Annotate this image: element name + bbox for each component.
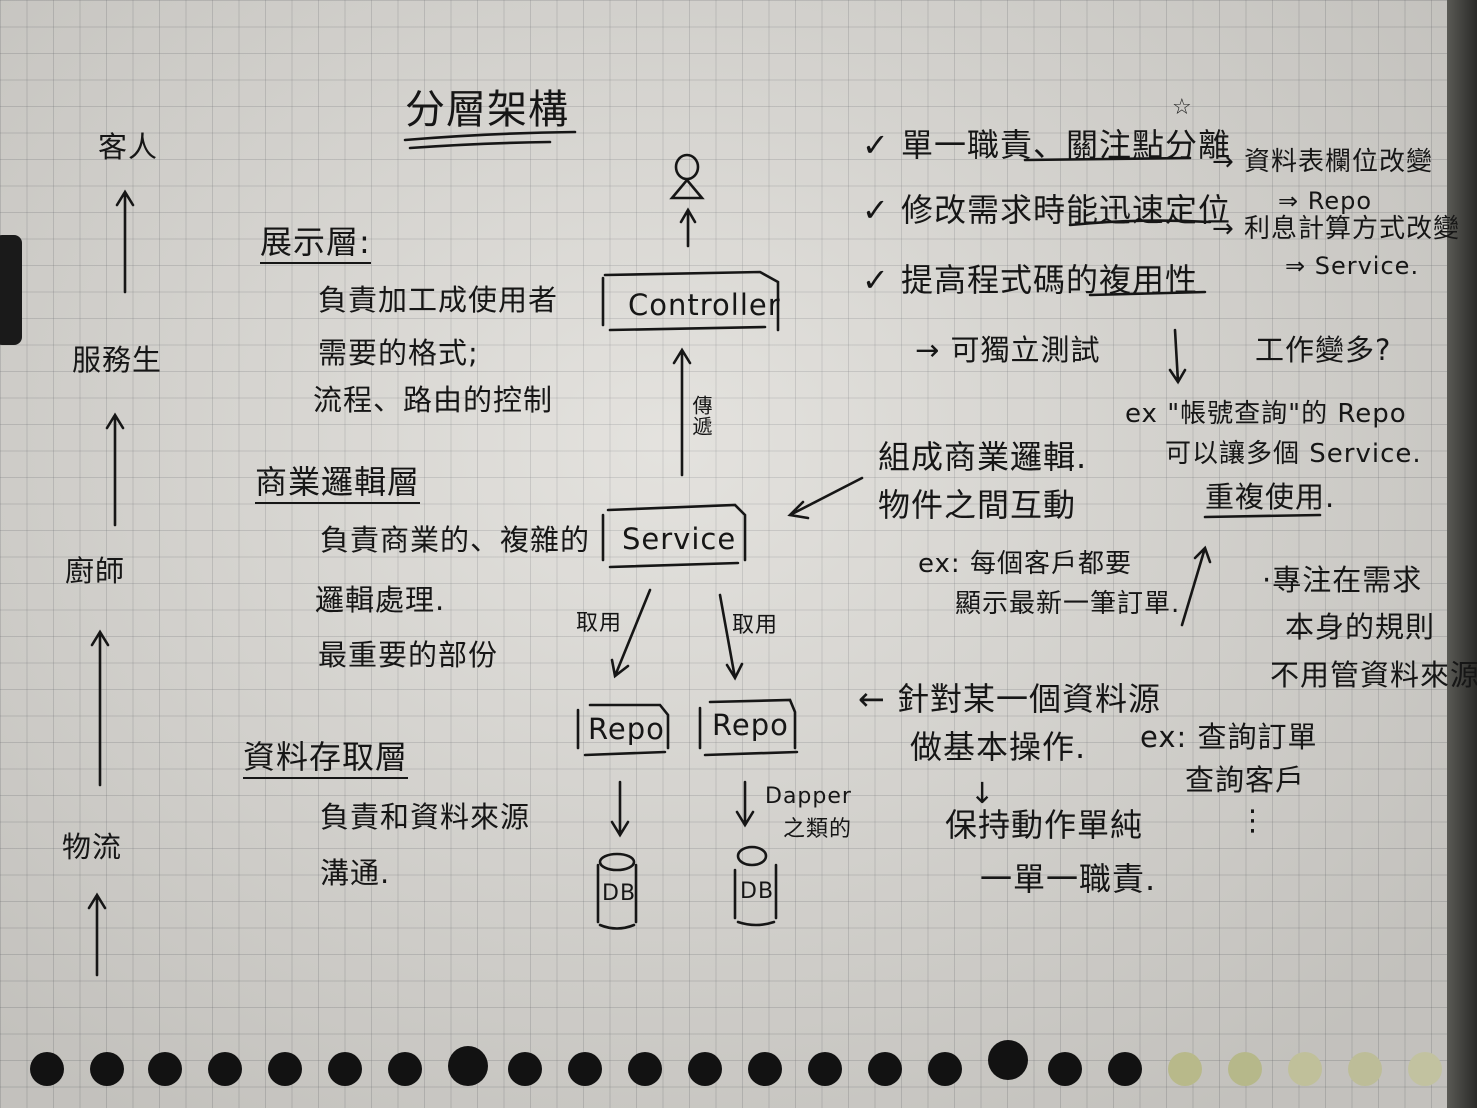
db-body <box>733 863 778 927</box>
arrow-up-icon <box>87 892 107 977</box>
repo-example: ex: 查詢訂單 <box>1140 720 1318 754</box>
page-title: 分層架構 <box>405 87 569 133</box>
arrow-in-service-icon <box>787 476 864 520</box>
layer-desc: 負責商業的、複雜的 <box>320 523 591 557</box>
arrow-up-icon <box>90 629 110 787</box>
service-box <box>601 503 747 569</box>
db-body <box>596 863 638 930</box>
user-body-icon <box>669 177 705 200</box>
pass-label: 傳遞 <box>689 395 713 437</box>
layer-data-title: 資料存取層 <box>243 739 409 780</box>
repo-note: 做基本操作. <box>910 728 1087 766</box>
service-focus: ·專注在需求 <box>1262 563 1423 597</box>
db-top <box>598 852 636 872</box>
reuse-example: ex "帳號查詢"的 Repo <box>1125 399 1407 429</box>
arrow-down-icon: ↓ <box>970 776 996 810</box>
reuse-example: 重複使用. <box>1205 480 1336 514</box>
layer-desc: 最重要的部份 <box>318 638 499 672</box>
dapper-suffix: 之類的 <box>783 817 853 842</box>
layer-desc: 需要的格式; <box>318 336 479 370</box>
layer-business-title: 商業邏輯層 <box>255 464 421 505</box>
underline <box>1203 513 1322 519</box>
testable-note: → 可獨立測試 <box>915 333 1101 367</box>
db-label: DB <box>740 879 775 904</box>
locate-example: → 資料表欄位改變 <box>1212 147 1434 177</box>
arrow-up-icon <box>1180 545 1212 627</box>
benefit-item: ✓ 單一職責、關注點分離 <box>862 126 1231 164</box>
dapper-label: Dapper <box>765 784 852 809</box>
use-label: 取用 <box>732 613 779 638</box>
analogy-chef: 廚師 <box>65 554 126 588</box>
arrow-up-icon <box>105 412 125 527</box>
service-example: ex: 每個客戶都要 <box>918 549 1132 579</box>
repo-example: 查詢客戶 <box>1185 763 1306 797</box>
arrow-up-icon <box>672 347 692 477</box>
star-icon: ☆ <box>1172 95 1193 120</box>
check-icon: ✓ <box>862 191 890 229</box>
layer-desc: 流程、路由的控制 <box>313 383 554 417</box>
db-label: DB <box>602 881 637 906</box>
analogy-guest: 客人 <box>98 130 159 164</box>
title-underline <box>403 130 577 150</box>
arrow-down-icon <box>610 780 630 838</box>
service-note: 物件之間互動 <box>878 486 1077 524</box>
controller-label: Controller <box>628 288 781 322</box>
locate-example: ⇒ Repo <box>1278 187 1373 215</box>
repo-box <box>698 698 799 757</box>
more-work-note: 工作變多? <box>1255 333 1392 367</box>
locate-example: → 利息計算方式改變 <box>1212 214 1461 244</box>
binder-holes <box>30 1040 1450 1100</box>
repo-box <box>576 703 670 757</box>
benefit-item: ✓ 修改需求時能迅速定位 <box>862 191 1231 229</box>
locate-example: ⇒ Service. <box>1285 252 1420 280</box>
service-focus: 不用管資料來源 <box>1270 658 1477 692</box>
arrow-up-icon <box>679 207 697 248</box>
pen-clip <box>0 235 22 345</box>
desk-edge <box>1447 0 1477 1108</box>
layer-presentation-title: 展示層: <box>260 224 371 265</box>
service-note: 組成商業邏輯. <box>878 438 1088 476</box>
repo-keep: 一單一職責. <box>980 860 1157 898</box>
repo-example: ⋮ <box>1238 803 1268 837</box>
benefit-item: ✓ 提高程式碼的複用性 <box>862 261 1198 299</box>
user-head-icon <box>674 153 700 181</box>
underline <box>1068 219 1212 227</box>
repo-label: Repo <box>588 712 665 746</box>
check-icon: ✓ <box>862 126 890 164</box>
arrow-down-icon <box>718 593 744 681</box>
repo-keep: 保持動作單純 <box>945 806 1144 844</box>
layer-desc: 負責和資料來源 <box>320 800 531 834</box>
db-top <box>736 845 768 867</box>
analogy-logistics: 物流 <box>62 830 123 864</box>
arrow-down-icon <box>735 780 755 828</box>
layer-desc: 負責加工成使用者 <box>318 283 559 317</box>
service-label: Service <box>622 522 737 556</box>
service-focus: 本身的規則 <box>1285 610 1436 644</box>
repo-label: Repo <box>712 708 789 742</box>
underline <box>1023 156 1192 162</box>
service-example: 顯示最新一筆訂單. <box>955 589 1181 619</box>
arrow-down-icon <box>1168 328 1187 385</box>
arrow-down-left-icon <box>610 588 652 679</box>
underline <box>1088 290 1207 297</box>
layer-desc: 邏輯處理. <box>315 583 446 617</box>
layer-desc: 溝通. <box>320 856 391 890</box>
arrow-up-icon <box>115 189 135 294</box>
check-icon: ✓ <box>862 261 890 299</box>
repo-note: ← 針對某一個資料源 <box>858 680 1161 718</box>
analogy-waiter: 服務生 <box>72 343 163 377</box>
use-label: 取用 <box>576 611 623 636</box>
reuse-example: 可以讓多個 Service. <box>1165 439 1422 469</box>
controller-box <box>601 270 780 332</box>
